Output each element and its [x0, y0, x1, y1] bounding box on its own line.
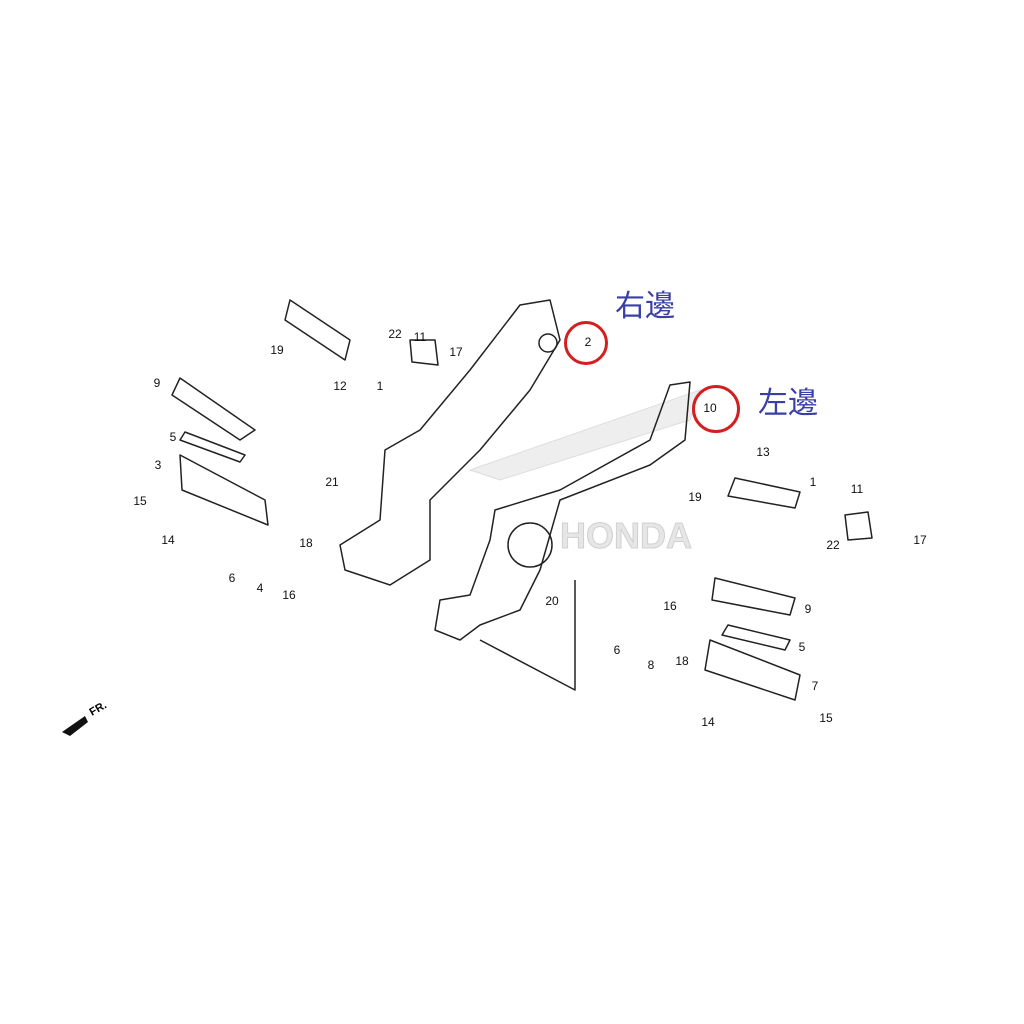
part-callout-3: 3 [154, 458, 162, 472]
fr-direction-arrow: FR. [62, 699, 109, 736]
part-callout-5: 5 [798, 640, 806, 654]
part-callout-19: 19 [270, 343, 284, 357]
part-callout-11: 11 [850, 482, 864, 496]
part-callout-6: 6 [228, 571, 236, 585]
part-callout-10: 10 [703, 401, 717, 415]
part-callout-2: 2 [584, 335, 592, 349]
part-callout-15: 15 [819, 711, 833, 725]
part-callout-8: 8 [647, 658, 655, 672]
honda-watermark: HONDA [468, 389, 701, 557]
pillion-step-rubber-right [711, 577, 796, 616]
right-footpeg-rubber [284, 299, 351, 361]
part-callout-18: 18 [299, 536, 313, 550]
part-callout-14: 14 [701, 715, 715, 729]
pillion-step-rubber-left [171, 377, 256, 441]
part-callout-6: 6 [613, 643, 621, 657]
part-callout-16: 16 [282, 588, 296, 602]
part-callout-9: 9 [153, 376, 161, 390]
part-callout-1: 1 [376, 379, 384, 393]
part-callout-22: 22 [826, 538, 840, 552]
part-callout-1: 1 [809, 475, 817, 489]
part-callout-4: 4 [256, 581, 264, 595]
left-footpeg-rubber [727, 477, 801, 509]
part-callout-11: 11 [413, 330, 427, 344]
svg-text:HONDA: HONDA [560, 515, 692, 556]
part-callout-9: 9 [804, 602, 812, 616]
pillion-step-left [179, 454, 269, 526]
part-callout-17: 17 [913, 533, 927, 547]
part-callout-20: 20 [545, 594, 559, 608]
part-callout-22: 22 [388, 327, 402, 341]
part-callout-15: 15 [133, 494, 147, 508]
part-callout-19: 19 [688, 490, 702, 504]
part-callout-18: 18 [675, 654, 689, 668]
svg-text:FR.: FR. [88, 699, 109, 718]
part-callout-7: 7 [811, 679, 819, 693]
part-callout-5: 5 [169, 430, 177, 444]
left-side-annotation: 左邊 [758, 387, 818, 420]
part-callout-16: 16 [663, 599, 677, 613]
right-bracket [339, 299, 561, 586]
highlight-ring-part-10 [692, 385, 740, 433]
pillion-step-right [704, 639, 801, 701]
right-side-annotation: 右邊 [615, 290, 675, 323]
highlight-ring-part-2 [564, 321, 608, 365]
part-callout-17: 17 [449, 345, 463, 359]
part-callout-21: 21 [325, 475, 339, 489]
part-callout-13: 13 [756, 445, 770, 459]
part-callout-14: 14 [161, 533, 175, 547]
left-bracket [434, 381, 691, 641]
part-callout-12: 12 [333, 379, 347, 393]
